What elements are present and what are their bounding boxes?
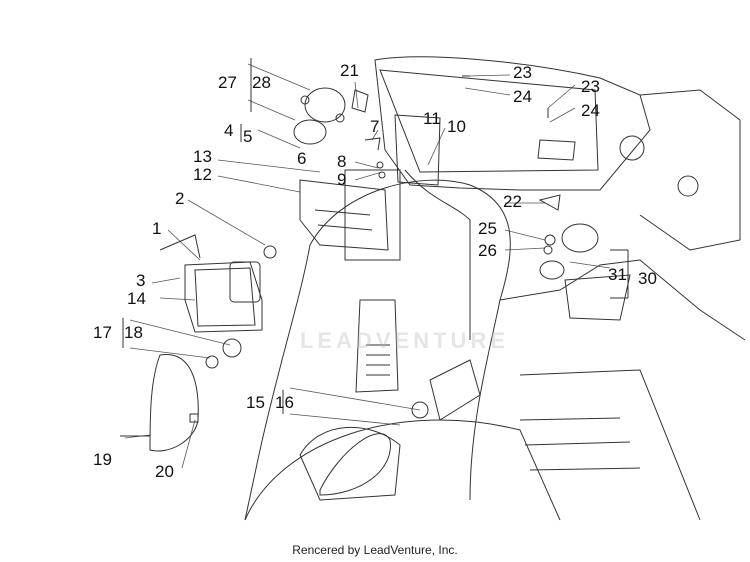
part-label-11: 11 bbox=[423, 109, 441, 128]
part-label-10: 10 bbox=[447, 117, 466, 136]
part-label-12: 12 bbox=[193, 165, 212, 184]
part-label-30: 30 bbox=[638, 269, 657, 288]
part-label-13: 13 bbox=[193, 147, 212, 166]
part-label-16: 16 bbox=[275, 393, 294, 412]
part-label-14: 14 bbox=[127, 289, 146, 308]
watermark: LEADVENTURE bbox=[300, 328, 510, 353]
part-label-18: 18 bbox=[124, 323, 143, 342]
part-label-4: 4 bbox=[224, 121, 234, 140]
part-label-22: 22 bbox=[503, 192, 522, 211]
part-label-26: 26 bbox=[478, 241, 497, 260]
render-credit: Rencered by LeadVenture, Inc. bbox=[292, 543, 458, 557]
part-label-25: 25 bbox=[478, 219, 497, 238]
part-label-9: 9 bbox=[337, 170, 347, 189]
part-label-2: 2 bbox=[175, 189, 185, 208]
part-label-23-a: 23 bbox=[513, 63, 532, 82]
part-label-21: 21 bbox=[340, 61, 359, 80]
part-label-20: 20 bbox=[155, 462, 174, 481]
part-label-24-a: 24 bbox=[513, 87, 532, 106]
part-label-28: 28 bbox=[252, 73, 271, 92]
part-label-23-b: 23 bbox=[581, 77, 600, 96]
part-label-8: 8 bbox=[337, 152, 347, 171]
scooter-front-drawing bbox=[120, 56, 746, 521]
part-label-27: 27 bbox=[218, 73, 237, 92]
part-label-31: 31 bbox=[608, 265, 627, 284]
part-label-5: 5 bbox=[243, 127, 253, 146]
part-label-1: 1 bbox=[152, 219, 162, 238]
exploded-parts-diagram bbox=[120, 56, 746, 521]
part-label-3: 3 bbox=[136, 271, 146, 290]
part-label-7: 7 bbox=[370, 117, 380, 136]
part-label-24-b: 24 bbox=[581, 101, 600, 120]
part-label-15: 15 bbox=[246, 393, 265, 412]
part-label-17: 17 bbox=[93, 323, 112, 342]
part-label-19: 19 bbox=[93, 450, 112, 469]
part-label-6: 6 bbox=[297, 149, 307, 168]
